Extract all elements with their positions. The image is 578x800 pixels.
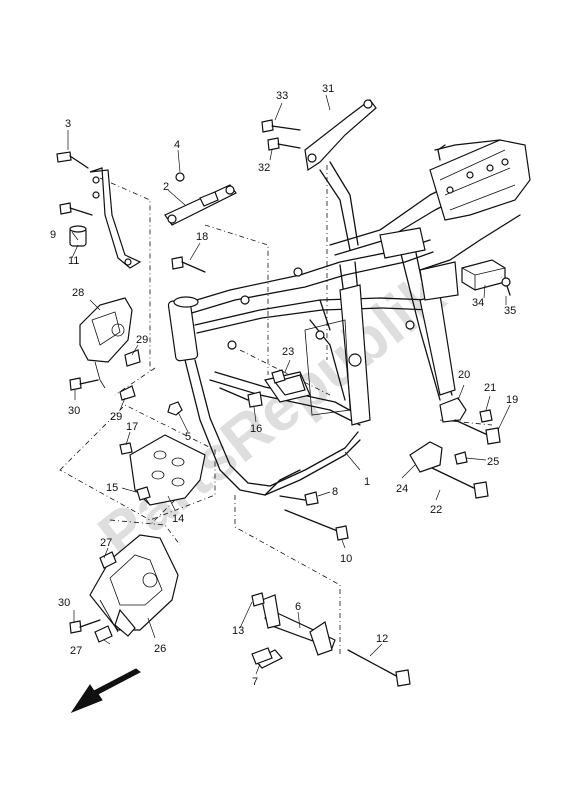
callout-30a: 30 <box>68 405 80 417</box>
callout-20: 20 <box>458 369 470 381</box>
leader-lines <box>67 94 511 675</box>
callout-3: 3 <box>65 118 71 130</box>
main-frame <box>167 139 531 496</box>
callout-28: 28 <box>72 287 84 299</box>
upper-rear-bracket <box>304 99 377 251</box>
small-clips <box>94 349 273 665</box>
arrow-down-left-icon <box>70 668 141 714</box>
callout-27b: 27 <box>70 645 82 657</box>
callout-24: 24 <box>396 483 408 495</box>
callout-7: 7 <box>252 676 258 688</box>
callout-21: 21 <box>484 382 496 394</box>
callout-15: 15 <box>106 482 118 494</box>
callout-19: 19 <box>506 394 518 406</box>
callout-16: 16 <box>250 423 262 435</box>
side-stand <box>254 594 336 669</box>
callout-25: 25 <box>487 456 499 468</box>
callout-2: 2 <box>163 181 169 193</box>
callout-26: 26 <box>154 643 166 655</box>
cover-28 <box>79 297 133 389</box>
callout-5: 5 <box>185 431 191 443</box>
callout-33: 33 <box>276 90 288 102</box>
callout-27a: 27 <box>100 537 112 549</box>
callout-31: 31 <box>322 83 334 95</box>
callout-8: 8 <box>332 486 338 498</box>
callout-9: 9 <box>50 229 56 241</box>
callout-30b: 30 <box>58 597 70 609</box>
callout-29a: 29 <box>136 334 148 346</box>
callout-34: 34 <box>472 297 484 309</box>
watermark: PartsRepublik <box>86 260 457 571</box>
callout-23: 23 <box>282 346 294 358</box>
engine-stay-upper <box>164 184 237 226</box>
callout-6: 6 <box>295 601 301 613</box>
callout-22: 22 <box>430 504 442 516</box>
bolts <box>56 119 511 687</box>
callout-32: 32 <box>258 162 270 174</box>
callout-35: 35 <box>504 305 516 317</box>
callout-18: 18 <box>196 231 208 243</box>
cover-26 <box>89 534 179 637</box>
callout-1: 1 <box>364 476 370 488</box>
callout-11: 11 <box>68 255 79 267</box>
callout-17: 17 <box>126 421 138 433</box>
front-engine-bracket <box>69 167 142 269</box>
callout-12: 12 <box>376 633 388 645</box>
mount-rubber <box>461 259 506 291</box>
callout-10: 10 <box>340 553 352 565</box>
callout-14: 14 <box>172 513 184 525</box>
callout-4: 4 <box>174 139 180 151</box>
callout-13: 13 <box>232 625 244 637</box>
callout-labels: 1 2 3 4 5 6 7 8 9 10 11 12 13 14 15 16 1… <box>50 83 518 688</box>
callout-29b: 29 <box>110 411 122 423</box>
